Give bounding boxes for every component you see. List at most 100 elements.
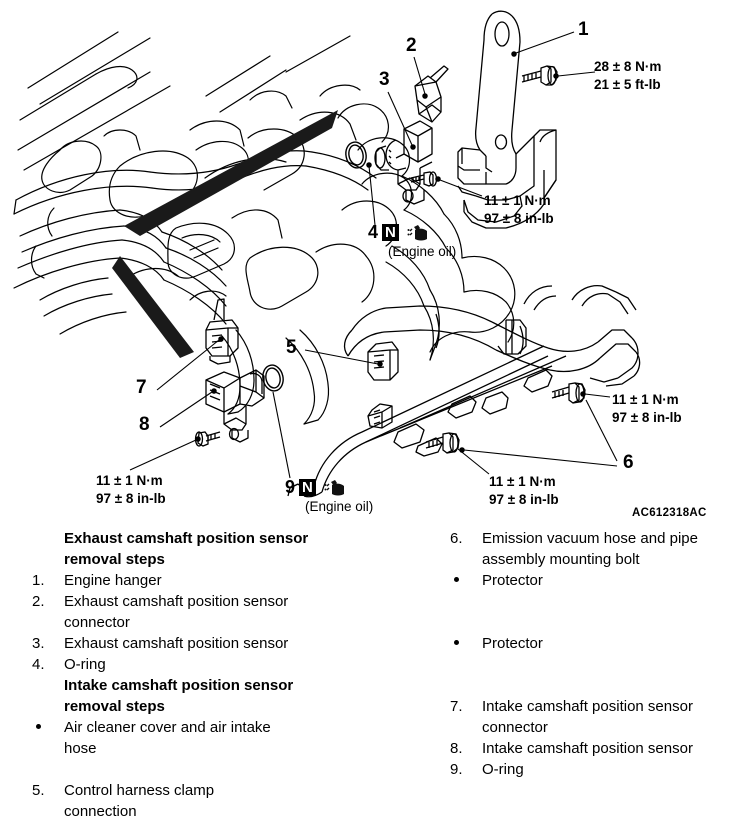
- legend-marker: 3.: [32, 635, 45, 652]
- leader-lines: [129, 31, 618, 479]
- bullet-icon: [454, 577, 459, 583]
- legend-text: connection: [64, 803, 137, 820]
- oil-mark-number: 4: [368, 222, 379, 242]
- callout-5: 5: [286, 337, 297, 358]
- figure-code: AC612318AC: [632, 507, 707, 519]
- legend-spacer: [450, 675, 730, 696]
- legend-text: assembly mounting bolt: [482, 551, 640, 568]
- torque-spec-hanger-bolt: 28 ± 8 N·m 21 ± 5 ft-lb: [594, 58, 661, 94]
- legend-column-left: Exhaust camshaft position sensor removal …: [32, 528, 362, 822]
- legend-row: 5. Control harness clamp: [32, 780, 362, 801]
- legend-text: Exhaust camshaft position sensor: [64, 635, 289, 652]
- oil-badge-n: N: [299, 479, 316, 496]
- torque-metric: 11 ± 1 N·m: [484, 193, 551, 208]
- torque-imperial: 97 ± 8 in-lb: [489, 492, 559, 507]
- legend-text: Intake camshaft position sensor: [482, 740, 693, 757]
- callout-8: 8: [139, 414, 150, 435]
- engine-bay-illustration: [13, 31, 516, 425]
- legend-row: 1. Engine hanger: [32, 570, 362, 591]
- legend-row: connector: [32, 612, 362, 633]
- callout-1: 1: [578, 19, 589, 40]
- legend-text: Protector: [482, 635, 543, 652]
- torque-metric: 28 ± 8 N·m: [594, 59, 662, 74]
- legend-row: hose: [32, 738, 362, 759]
- engine-oil-note: (Engine oil): [388, 244, 457, 259]
- legend-text: removal steps: [64, 551, 165, 568]
- legend-text: Intake camshaft position sensor: [482, 698, 693, 715]
- legend-spacer: [32, 759, 362, 780]
- intake-connector-7: [205, 298, 239, 365]
- callout-6: 6: [623, 452, 634, 473]
- legend-row: removal steps: [32, 549, 362, 570]
- torque-metric: 11 ± 1 N·m: [96, 473, 163, 488]
- legend-text: Control harness clamp: [64, 782, 215, 799]
- torque-imperial: 97 ± 8 in-lb: [484, 211, 554, 226]
- torque-metric: 11 ± 1 N·m: [612, 392, 679, 407]
- legend-spacer: [450, 612, 730, 633]
- engine-oil-mark-4: 4 N (Engine oil): [368, 222, 456, 259]
- legend-marker: 1.: [32, 572, 45, 589]
- bolt-item-6-upper: [551, 382, 586, 404]
- legend-row: 4. O-ring: [32, 654, 362, 675]
- legend-row: 3. Exhaust camshaft position sensor: [32, 633, 362, 654]
- legend-row: 9. O-ring: [450, 759, 730, 780]
- legend-text: O-ring: [482, 761, 524, 778]
- legend-row: 7. Intake camshaft position sensor: [450, 696, 730, 717]
- engine-oil-mark-9: 9 N (Engine oil): [285, 477, 373, 514]
- legend-marker: 7.: [450, 698, 463, 715]
- torque-metric: 11 ± 1 N·m: [489, 474, 556, 489]
- legend-marker: 5.: [32, 782, 45, 799]
- legend-text: Exhaust camshaft position sensor: [64, 530, 309, 547]
- technical-illustration: 1 2 3 5 6 7 8 28 ± 8 N·m 21 ± 5 ft-lb 11…: [13, 10, 707, 519]
- engine-hanger-bracket: [457, 10, 557, 229]
- legend-marker: 2.: [32, 593, 45, 610]
- legend-row: 8.Intake camshaft position sensor: [450, 738, 730, 759]
- exhaust-camshaft-position-sensor-3: [374, 120, 433, 205]
- legend-row: Intake camshaft position sensor: [32, 675, 362, 696]
- legend-text: Emission vacuum hose and pipe: [482, 530, 698, 547]
- legend-row: Exhaust camshaft position sensor: [32, 528, 362, 549]
- torque-imperial: 97 ± 8 in-lb: [96, 491, 166, 506]
- legend-marker: 6.: [450, 530, 463, 547]
- legend-text: O-ring: [64, 656, 106, 673]
- bullet-icon: [454, 640, 459, 646]
- legend-text: Engine hanger: [64, 572, 162, 589]
- legend-row: Air cleaner cover and air intake: [32, 717, 362, 738]
- legend-text: hose: [64, 740, 97, 757]
- legend-text: connector: [64, 614, 130, 631]
- bullet-icon: [36, 724, 41, 730]
- legend-marker: 9.: [450, 761, 463, 778]
- bolt-hanger: [521, 65, 558, 86]
- legend-marker: 4.: [32, 656, 45, 673]
- bolt-sensor-3: [410, 171, 438, 187]
- legend-row: connection: [32, 801, 362, 822]
- legend-column-right: 6. Emission vacuum hose and pipe assembly …: [450, 528, 730, 780]
- legend-text: connector: [482, 719, 548, 736]
- torque-spec-emission-bolt-lower: 11 ± 1 N·m 97 ± 8 in-lb: [489, 473, 559, 509]
- legend-row: removal steps: [32, 696, 362, 717]
- torque-imperial: 21 ± 5 ft-lb: [594, 77, 661, 92]
- legend-spacer: [450, 654, 730, 675]
- legend-text: Exhaust camshaft position sensor: [64, 593, 289, 610]
- callout-7: 7: [136, 377, 147, 398]
- oil-can-icon: [407, 224, 427, 240]
- legend-text: Air cleaner cover and air intake: [64, 719, 271, 736]
- legend-row: 6. Emission vacuum hose and pipe: [450, 528, 730, 549]
- legend-row: 2. Exhaust camshaft position sensor: [32, 591, 362, 612]
- legend-marker: [32, 717, 64, 738]
- engine-oil-note: (Engine oil): [305, 499, 374, 514]
- bolt-item-6-lower: [425, 432, 460, 454]
- legend-row: Protector: [450, 633, 730, 654]
- o-ring-4: [345, 141, 367, 169]
- callout-3: 3: [379, 69, 390, 90]
- intake-camshaft-position-sensor-8: [205, 369, 265, 443]
- legend-text: Protector: [482, 572, 543, 589]
- o-ring-9: [262, 364, 284, 392]
- vacuum-hose-assembly: [343, 284, 641, 387]
- legend-marker: [450, 570, 482, 591]
- legend-row: Protector: [450, 570, 730, 591]
- torque-spec-intake-sensor-bolt: 11 ± 1 N·m 97 ± 8 in-lb: [96, 472, 166, 508]
- oil-can-icon: [324, 479, 344, 495]
- oil-mark-number: 9: [285, 477, 296, 497]
- legend-text: Intake camshaft position sensor: [64, 677, 294, 694]
